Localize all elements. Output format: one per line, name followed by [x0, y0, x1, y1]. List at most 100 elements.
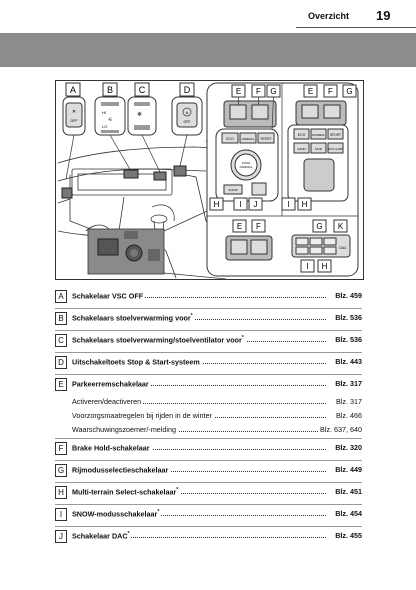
svg-text:F: F: [328, 87, 333, 96]
sub-item: Voorzorgsmaatregelen bij rijden in de wi…: [55, 410, 362, 424]
svg-text:H: H: [302, 200, 308, 209]
switch-index-list: A Schakelaar VSC OFF Blz. 459 B Schakela…: [55, 287, 362, 548]
item-letter: H: [55, 486, 67, 499]
svg-text:E: E: [237, 222, 242, 231]
item-label: Parkeerremschakelaar: [72, 379, 151, 389]
svg-text:SPORT: SPORT: [261, 137, 272, 141]
svg-text:SPORT: SPORT: [330, 133, 341, 137]
list-item: D Uitschakeltoets Stop & Start-systeem B…: [55, 352, 362, 374]
sub-item-label: Waarschuwingszoemer/-melding: [72, 425, 178, 434]
leader-dots: [72, 403, 326, 404]
item-label: SNOW-modusschakelaar*: [72, 509, 162, 519]
callout-c: C ❄: [127, 82, 161, 173]
leader-dots: [72, 493, 326, 494]
svg-text:ECO: ECO: [226, 137, 234, 141]
svg-text:K: K: [338, 222, 344, 231]
item-page: Blz. 536: [333, 335, 362, 344]
list-item: B Schakelaars stoelverwarming voor* Blz.…: [55, 308, 362, 330]
section-title: Overzicht: [308, 11, 350, 21]
item-page: Blz. 459: [333, 291, 362, 300]
svg-text:LO: LO: [102, 124, 107, 129]
item-page: Blz. 454: [333, 509, 362, 518]
item-letter: J: [55, 530, 67, 543]
callout-d: D A OFF: [171, 82, 203, 167]
sub-item-label: Activeren/deactiveren: [72, 397, 144, 406]
svg-text:B: B: [107, 85, 113, 95]
svg-text:E: E: [308, 87, 313, 96]
item-label: Schakelaar DAC*: [72, 531, 132, 541]
callout-a: A ✕ OFF: [62, 82, 86, 180]
item-letter: B: [55, 312, 67, 325]
svg-text:MUD: MUD: [315, 147, 323, 151]
header-rule: [296, 27, 416, 28]
list-item: E Parkeerremschakelaar Blz. 317: [55, 374, 362, 396]
svg-text:E: E: [236, 87, 241, 96]
svg-text:F: F: [256, 222, 261, 231]
item-label: Uitschakeltoets Stop & Start-systeem: [72, 357, 202, 367]
switch-overview-figure: A ✕ OFF B HI ⚟ LO C ❄ D A OFF: [55, 80, 364, 280]
svg-text:F: F: [256, 87, 261, 96]
item-page: Blz. 455: [333, 531, 362, 540]
leader-dots: [72, 297, 326, 298]
leader-dots: [72, 537, 326, 538]
list-item: A Schakelaar VSC OFF Blz. 459: [55, 287, 362, 308]
sub-item: Waarschuwingszoemer/-melding Blz. 637, 6…: [55, 424, 362, 438]
svg-text:HI: HI: [102, 110, 106, 115]
svg-text:ROCK & DIRT: ROCK & DIRT: [327, 148, 344, 151]
item-page: Blz. 536: [333, 313, 362, 322]
callout-b: B HI ⚟ LO: [94, 82, 132, 172]
svg-text:I: I: [239, 200, 241, 209]
item-letter: F: [55, 442, 67, 455]
sub-item-page: Blz. 317: [334, 397, 362, 406]
svg-text:ECO: ECO: [298, 133, 306, 137]
leader-dots: [72, 449, 326, 450]
item-label: Brake Hold-schakelaar: [72, 443, 152, 453]
item-page: Blz. 449: [333, 465, 362, 474]
svg-text:I: I: [287, 200, 289, 209]
item-letter: C: [55, 334, 67, 347]
leader-dots: [72, 385, 326, 386]
console-inset: [87, 228, 165, 275]
item-letter: I: [55, 508, 67, 521]
svg-text:DAC: DAC: [339, 246, 347, 250]
item-letter: D: [55, 356, 67, 369]
lower-right-panel: G K DAC I H: [291, 219, 351, 273]
svg-text:J: J: [254, 200, 258, 209]
list-item: J Schakelaar DAC* Blz. 455: [55, 526, 362, 548]
svg-text:A: A: [186, 110, 189, 115]
sub-item: Activeren/deactiveren Blz. 317: [55, 396, 362, 410]
mid-panel: E F G ECO NORMAL SPORT PUSH NORMAL SNOW …: [209, 84, 281, 211]
lower-mid-panel: E F: [225, 219, 273, 261]
page-number: 19: [376, 8, 391, 23]
sub-item-page: Blz. 637, 640: [318, 425, 362, 434]
svg-text:C: C: [139, 85, 146, 95]
svg-text:H: H: [214, 200, 220, 209]
svg-text:OFF: OFF: [184, 120, 191, 124]
leader-dots: [72, 319, 326, 320]
svg-text:PUSH: PUSH: [242, 161, 250, 165]
item-label: Schakelaar VSC OFF: [72, 291, 146, 301]
list-item: G Rijmodusselectieschakelaar Blz. 449: [55, 460, 362, 482]
svg-text:SNOW: SNOW: [228, 188, 238, 192]
leader-dots: [72, 471, 326, 472]
item-letter: A: [55, 290, 67, 303]
item-page: Blz. 443: [333, 357, 362, 366]
svg-text:NORMAL: NORMAL: [242, 137, 255, 141]
svg-text:D: D: [184, 85, 191, 95]
right-panel: E F G ECO NORMAL SPORT SAND MUD ROCK & D…: [281, 84, 357, 211]
leader-dots: [72, 515, 326, 516]
item-label: Schakelaars stoelverwarming voor*: [72, 313, 195, 323]
svg-text:SAND: SAND: [297, 147, 306, 151]
svg-text:A: A: [70, 85, 76, 95]
svg-text:I: I: [306, 262, 308, 271]
list-item: C Schakelaars stoelverwarming/stoelventi…: [55, 330, 362, 352]
item-page: Blz. 451: [333, 487, 362, 496]
sub-item-page: Blz. 466: [334, 411, 362, 420]
item-letter: G: [55, 464, 67, 477]
svg-text:NORMAL: NORMAL: [240, 165, 253, 169]
item-page: Blz. 320: [333, 443, 362, 452]
svg-text:NORMAL: NORMAL: [312, 133, 325, 137]
svg-text:G: G: [316, 222, 322, 231]
item-page: Blz. 317: [333, 379, 362, 388]
item-label: Schakelaars stoelverwarming/stoelventila…: [72, 335, 246, 345]
